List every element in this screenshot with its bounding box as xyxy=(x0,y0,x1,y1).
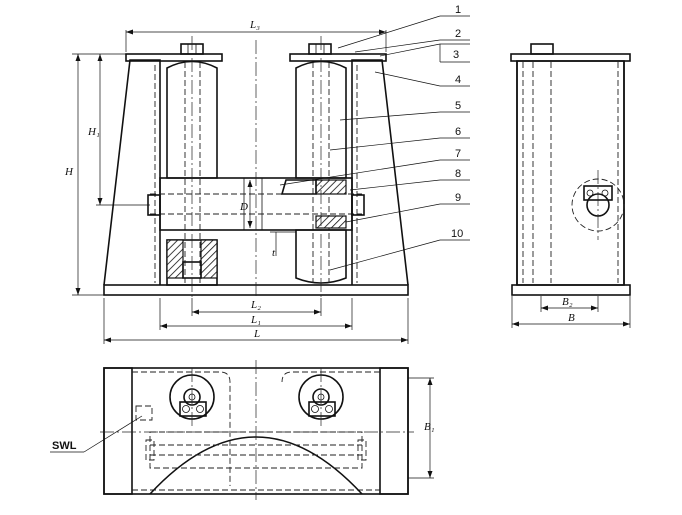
dim-L2: L₂ xyxy=(250,299,261,311)
callout-1: 1 xyxy=(455,4,461,16)
side-view: B₂ B xyxy=(510,43,631,328)
front-view xyxy=(103,36,409,298)
callout-6: 6 xyxy=(455,126,461,138)
right-roller xyxy=(295,60,347,179)
callout-8: 8 xyxy=(455,168,461,180)
callout-2: 2 xyxy=(455,28,461,40)
callout-9: 9 xyxy=(455,192,461,204)
dim-B2: B₂ xyxy=(562,296,573,308)
dim-B: B xyxy=(568,312,575,324)
right-top-nut xyxy=(308,43,332,55)
dim-H1: H₁ xyxy=(87,126,100,138)
callout-3: 3 xyxy=(453,49,459,61)
left-roller xyxy=(166,60,218,179)
dim-B1: B₁ xyxy=(424,421,435,433)
dim-t: t xyxy=(272,247,276,259)
dim-L3: L₃ xyxy=(249,19,260,31)
left-side-plate xyxy=(103,59,161,286)
bush-upper xyxy=(315,179,347,195)
left-top-plate xyxy=(125,53,223,62)
front-dimensions: L₃ H H₁ D t L₂ L₁ L xyxy=(64,19,409,344)
dim-L: L xyxy=(253,328,260,340)
swl-plate xyxy=(135,405,153,421)
right-side-plate xyxy=(351,59,409,286)
callout-10: 10 xyxy=(451,228,463,240)
dim-D: D xyxy=(239,201,248,213)
callouts: 1 2 3 4 5 6 7 8 9 10 xyxy=(279,4,470,271)
dim-H: H xyxy=(64,166,74,178)
right-top-plate xyxy=(289,53,387,62)
callout-7: 7 xyxy=(455,148,461,160)
plan-view: SWL B₁ xyxy=(50,360,435,500)
bush-lower xyxy=(315,215,347,229)
swl-label: SWL xyxy=(52,440,77,452)
callout-4: 4 xyxy=(455,74,461,86)
callout-5: 5 xyxy=(455,100,461,112)
dim-L1: L₁ xyxy=(250,314,261,326)
